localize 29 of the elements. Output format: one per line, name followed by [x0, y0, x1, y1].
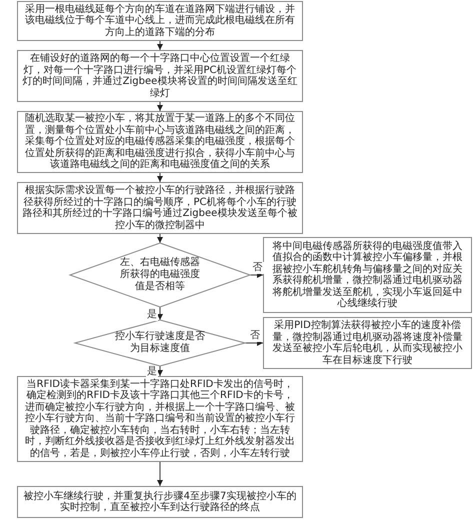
process-text: 当RFID读卡器采集到某一十字路口处RFID卡发出的信号时，确定检测到的RFID卡及该十字路口其他三个RFID卡的卡号，进而确定被控小车行驶方向，并根据上一个十字路口编号、被控小车行驶方向、当前十字路口编号和当前设置的被控小车行驶路径，确定被控小车转向，当右转时，小车右转；当左转时，判断红外线接收器是否接收到红绿灯上红外线发射器发出的信号，若是，则被控小车停止行驶，否则，小车左转行驶 — [24, 378, 296, 460]
decision-text: 左、右电磁传感器所获得的电磁强度值是否相等 — [119, 257, 201, 293]
arrow — [157, 462, 163, 486]
process-text: 被控小车继续行驶，并重复执行步骤4至步骤7实现被控小车的实时控制，直至被控小车到达行驶路径的终点 — [22, 490, 298, 514]
arrow — [244, 340, 264, 346]
arrow — [157, 172, 163, 182]
process-text: 随机选取某一被控小车，将其放置于某一道路上的多个不同位置，测量每个位置处小车前中心与该道路电磁线之间的距离，采集每个位置处对应的电磁传感器采集的电磁强度，根据每个位置处所获得的距离和电磁强度进行拟合，获得小车前中心与该道路电磁线之间的距离和电磁强度值之间的关系 — [24, 113, 296, 171]
process-box — [17, 1, 303, 41]
process-box — [263, 317, 472, 369]
arrow — [250, 272, 264, 278]
edge-label: 否 — [252, 262, 264, 274]
process-text: 在铺设好的道路网的每一个十字路口中心位置设置一个红绿灯，对每一个十字路口进行编号，并采用PC机设置红绿灯每个灯的时间间隔，并通过Zigbee模块将设置的时间间隔发送至红绿灯 — [22, 53, 298, 99]
process-text: 采用一根电磁线延每个方向的车道在道路网下端进行铺设，并该电磁线位于每个车道中心线上，进而完成此根电磁线在所有方向上的道路下端的分布 — [24, 4, 296, 38]
process-box — [17, 486, 303, 518]
process-box — [263, 237, 472, 313]
edge-label: 否 — [249, 330, 261, 342]
process-text: 采用PID控制算法获得被控小车的速度补偿量，微控制器通过电机驱动器将速度补偿量发送至被控小车后轮电机，从而实现被控小车在目标速度下行驶 — [272, 320, 464, 366]
decision-diamond — [68, 242, 252, 308]
arrow — [157, 366, 163, 376]
process-text: 将中间电磁传感器所获得的电磁强度值带入值拟合的函数中计算被控小车偏移量，并根据被控小车舵机转角与偏移量之间的对应关系获得舵机增量，微控制器通过电机驱动器将舵机增量发送至舵机，实现小车返回延中心线继续行驶 — [272, 240, 464, 310]
edge-label: 是 — [146, 366, 158, 378]
arrow — [157, 40, 163, 50]
decision-diamond — [73, 319, 247, 367]
arrow — [157, 306, 163, 320]
arrow — [157, 102, 163, 112]
arrow — [157, 234, 163, 244]
edge-label: 是 — [146, 308, 158, 320]
decision-text: 控小车行驶速度是否为目标速度值 — [115, 331, 205, 355]
process-text: 根据实际需求设置每一个被控小车的行驶路径，并根据行驶路径获得所经过的十字路口的编号顺序，PC机将每个小车的行驶路径和其所经过的十字路口编号通过Zigbee模块发送至每个被控小车的微控制器中 — [22, 185, 298, 231]
